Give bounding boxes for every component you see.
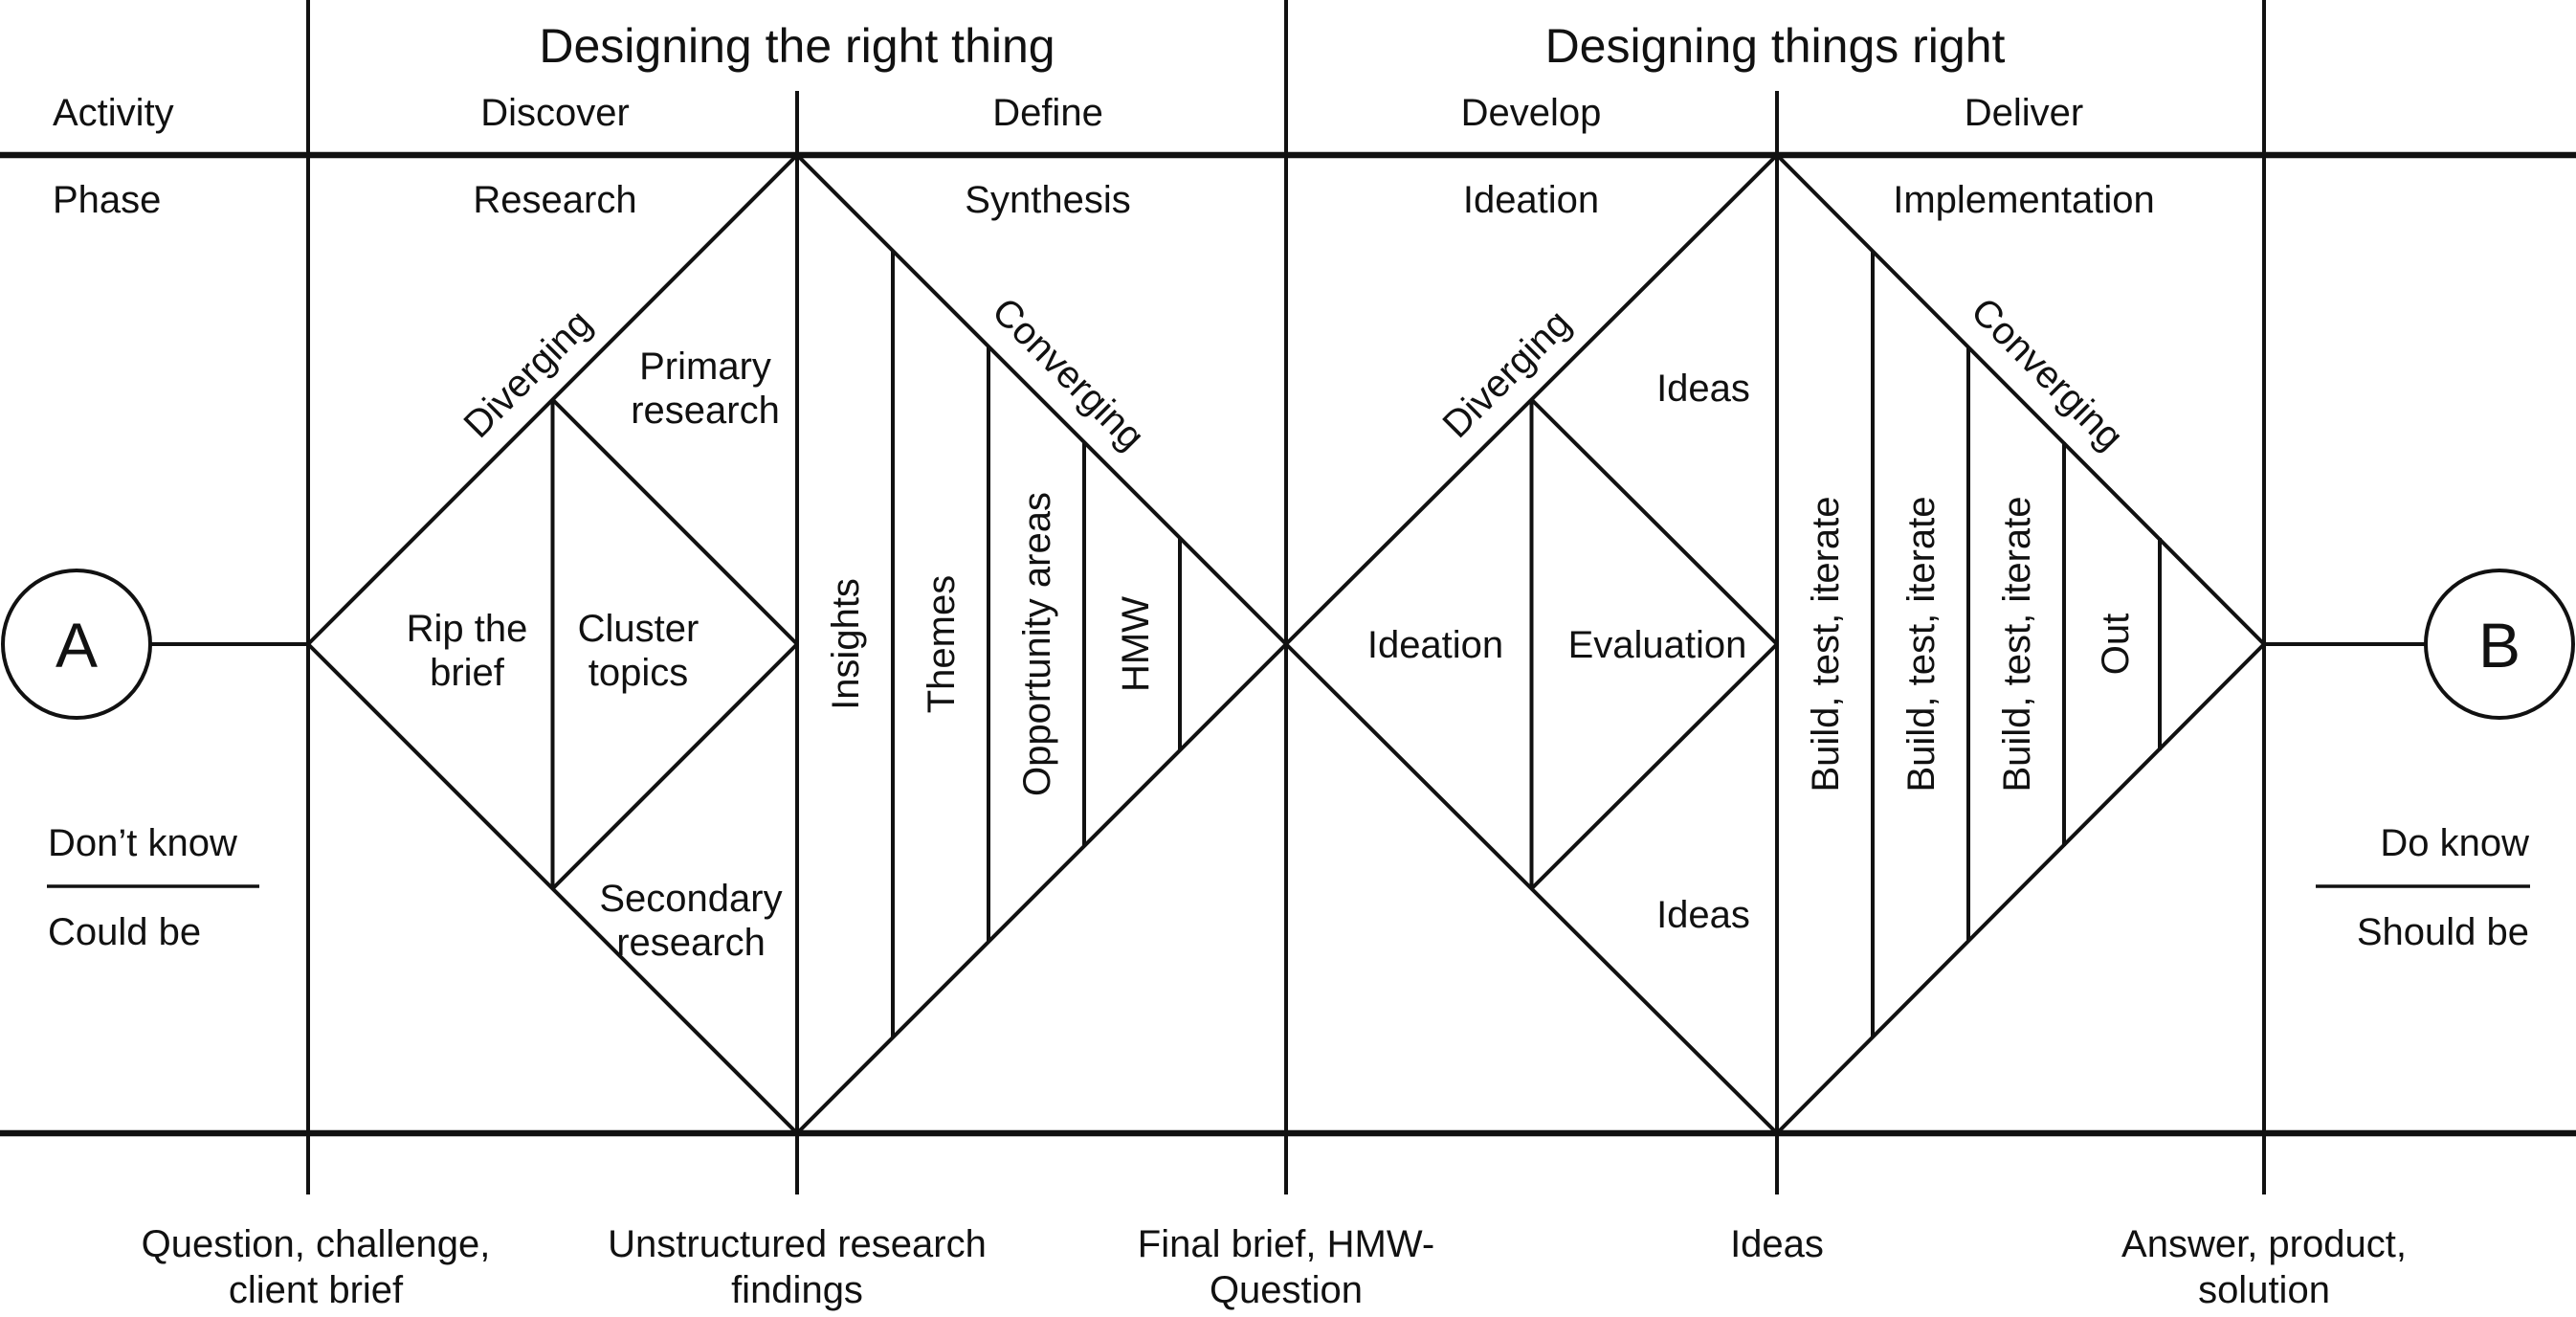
diamond1-inner-triangle-label-line2: topics <box>588 652 689 694</box>
diamond1-strip-label-opportunity-areas: Opportunity areas <box>1016 492 1058 796</box>
activity-row-label: Activity <box>53 92 174 134</box>
endpoint-a-circle <box>1 569 152 720</box>
phase-synthesis: Synthesis <box>965 179 1130 221</box>
endpoint-a-above-label: Don’t know <box>48 822 237 864</box>
milestone-final-brief-line1: Final brief, HMW- <box>1138 1223 1434 1265</box>
phase-ideation: Ideation <box>1463 179 1599 221</box>
milestone-ideas: Ideas <box>1730 1223 1824 1265</box>
diamond2-upper-region-label: Ideas <box>1656 368 1750 410</box>
diamond1-strip-label-themes: Themes <box>921 575 963 714</box>
endpoint-b: B Do know Should be <box>2264 569 2575 953</box>
diamond1-outer-triangle-label-line2: brief <box>430 652 505 694</box>
endpoint-a-letter: A <box>56 610 98 681</box>
header: Designing the right thing Designing thin… <box>53 19 2155 221</box>
column-title-discover: Discover <box>480 92 630 134</box>
phase-row-label: Phase <box>53 179 161 221</box>
diamond1-lower-region-label-line2: research <box>616 922 766 964</box>
diamond1-upper-region-label-line2: research <box>631 390 780 432</box>
grid-lines <box>0 0 2576 1194</box>
diamond2-inner-triangle-label: Evaluation <box>1568 624 1747 666</box>
diamond2-outer-triangle-label: Ideation <box>1367 624 1503 666</box>
diamond1-strip-label-hmw: HMW <box>1115 596 1157 692</box>
phase-research: Research <box>473 179 636 221</box>
diamond1-lower-region-label-line1: Secondary <box>599 878 782 920</box>
diamond1-inner-lower-edge <box>551 642 799 890</box>
endpoint-a-below-label: Could be <box>48 911 201 953</box>
diamond1-upper-region-label-line1: Primary <box>639 346 771 388</box>
diamond2-strip-label-out: Out <box>2095 614 2137 675</box>
diamond2-strip-label-build-3: Build, test, iterate <box>1996 496 2038 792</box>
milestone-solution-line1: Answer, product, <box>2121 1223 2407 1265</box>
diamond2-inner-upper-edge <box>1530 398 1779 646</box>
endpoint-b-letter: B <box>2478 610 2520 681</box>
endpoint-a: A Don’t know Could be <box>1 569 308 953</box>
diamond2-strip-label-build-2: Build, test, iterate <box>1900 496 1943 792</box>
diamond1-inner-upper-edge <box>551 398 799 646</box>
diamond1-converging-label: Converging <box>984 290 1152 458</box>
group-title-left: Designing the right thing <box>539 19 1055 73</box>
milestone-client-brief-line1: Question, challenge, <box>142 1223 491 1265</box>
endpoint-b-circle <box>2424 569 2575 720</box>
milestone-labels: Question, challenge, client brief Unstru… <box>142 1223 2407 1311</box>
diamond1-inner-triangle-label-line1: Cluster <box>578 608 700 650</box>
diamond1-strip-label-insights: Insights <box>825 578 867 710</box>
diamond1-outer-triangle-label-line1: Rip the <box>407 608 528 650</box>
milestone-research-findings-line2: findings <box>731 1269 863 1311</box>
endpoint-b-below-label: Should be <box>2357 911 2529 953</box>
diamond-discover-define: Diverging Converging Primary research Ri… <box>305 152 1289 1136</box>
phase-implementation: Implementation <box>1893 179 2154 221</box>
column-title-define: Define <box>992 92 1103 134</box>
diamond2-strip-label-build-1: Build, test, iterate <box>1805 496 1847 792</box>
column-title-develop: Develop <box>1461 92 1602 134</box>
diamond2-lower-region-label: Ideas <box>1656 894 1750 936</box>
diamond2-converging-label: Converging <box>1963 290 2131 458</box>
diamond2-inner-lower-edge <box>1530 642 1779 890</box>
endpoint-b-above-label: Do know <box>2380 822 2529 864</box>
column-title-deliver: Deliver <box>1965 92 2083 134</box>
milestone-solution-line2: solution <box>2198 1269 2330 1311</box>
milestone-client-brief-line2: client brief <box>229 1269 404 1311</box>
milestone-final-brief-line2: Question <box>1210 1269 1363 1311</box>
group-title-right: Designing things right <box>1545 19 2006 73</box>
milestone-research-findings-line1: Unstructured research <box>608 1223 987 1265</box>
